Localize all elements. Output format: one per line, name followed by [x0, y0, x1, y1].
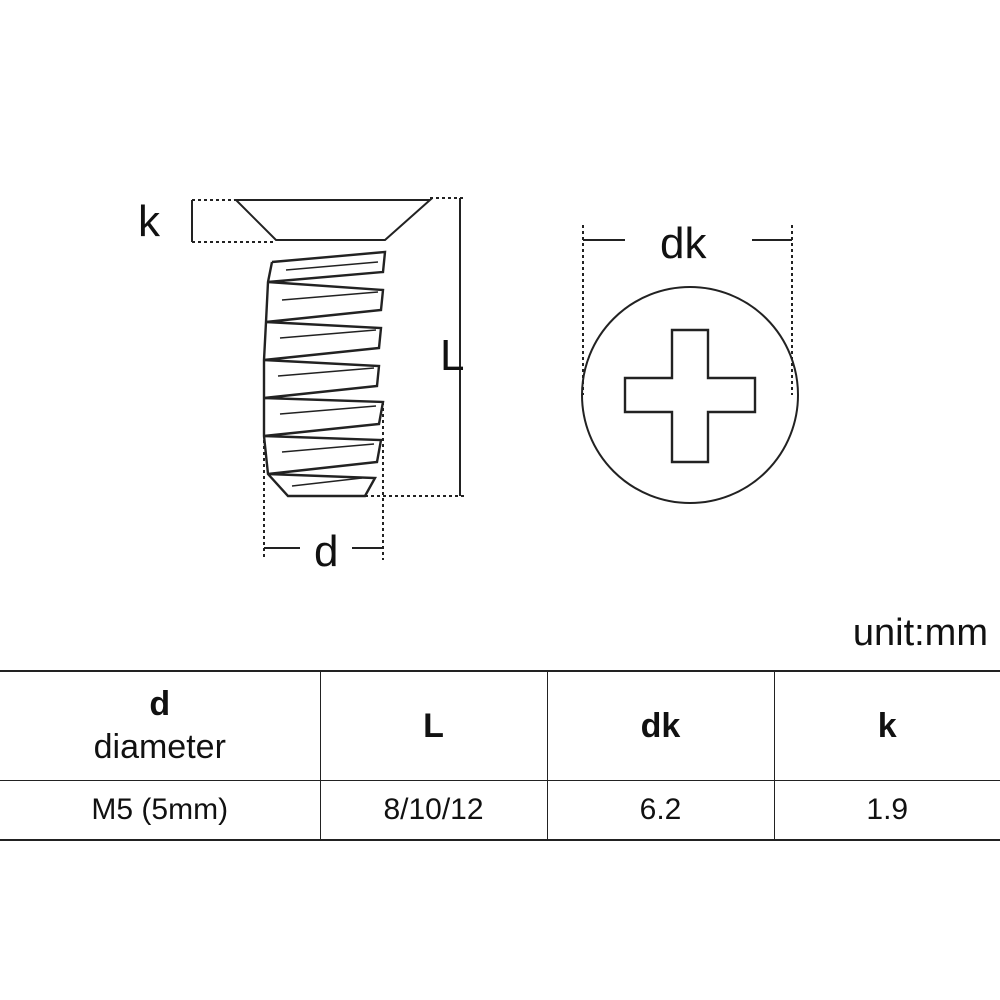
- header-cell-L: L: [319, 670, 547, 781]
- screw-head-top-view-icon: [581, 225, 799, 504]
- unit-label: unit:mm: [852, 612, 988, 654]
- cell-head-diameter: 6.2: [546, 780, 774, 841]
- spec-table: d diameter L dk k M5 (5mm) 8/10/12 6.2 1…: [0, 670, 1000, 841]
- cell-length: 8/10/12: [319, 780, 547, 841]
- L-dimension-label: L: [440, 331, 465, 380]
- header-main: d: [149, 685, 171, 723]
- k-dimension-label: k: [138, 197, 160, 246]
- header-main: k: [877, 706, 897, 745]
- header-cell-d: d diameter: [0, 670, 320, 781]
- d-dimension-label: d: [314, 527, 339, 576]
- cell-head-height: 1.9: [773, 780, 1000, 841]
- table-header-row: d diameter L dk k: [0, 670, 1000, 781]
- screw-dimension-diagram: [191, 197, 799, 560]
- header-sub: diameter: [93, 728, 226, 766]
- header-cell-k: k: [773, 670, 1000, 781]
- header-cell-dk: dk: [546, 670, 774, 781]
- dk-dimension-label: dk: [660, 219, 707, 268]
- screw-side-view-icon: [191, 197, 466, 560]
- cell-diameter: M5 (5mm): [0, 780, 320, 841]
- phillips-cross-icon: [623, 328, 757, 464]
- header-main: L: [423, 706, 444, 745]
- header-main: dk: [640, 706, 681, 745]
- table-row: M5 (5mm) 8/10/12 6.2 1.9: [0, 780, 1000, 841]
